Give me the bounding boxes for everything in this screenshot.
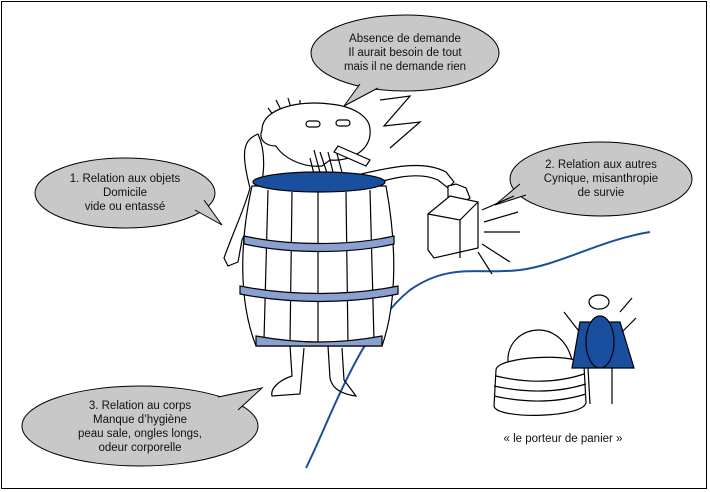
bubble-others-line-2: Cynique, misanthropie [543, 173, 659, 185]
bubble-others-line-1: 2. Relation aux autres [545, 159, 657, 171]
bubble-objects-text: 1. Relation aux objets Domicile vide ou … [50, 172, 200, 214]
basket-carrier-figure [563, 294, 637, 405]
bubble-body-line-4: odeur corporelle [98, 442, 182, 454]
barrel-man [223, 95, 455, 397]
bubble-body-text: 3. Relation au corps Manque d’hygiène pe… [60, 399, 220, 455]
bubble-objects-line-1: 1. Relation aux objets [69, 173, 181, 185]
bubble-body-line-2: Manque d’hygiène [93, 414, 187, 426]
bubble-objects-line-2: Domicile [102, 187, 148, 199]
bubble-body-line-1: 3. Relation au corps [88, 400, 192, 412]
bubble-others-text: 2. Relation aux autres Cynique, misanthr… [526, 158, 676, 200]
bubble-top-line-2: Il aurait besoin de tout [348, 47, 462, 59]
river-line [305, 231, 651, 469]
basket [493, 329, 587, 416]
bubble-top-text: Absence de demande Il aurait besoin de t… [330, 32, 480, 74]
bubble-top-line-3: mais il ne demande rien [343, 61, 467, 73]
box-with-lines [427, 183, 520, 275]
figure-caption: « le porteur de panier » [503, 433, 623, 445]
bubble-body [21, 385, 264, 467]
bubble-top [310, 14, 500, 107]
bubble-objects-line-3: vide ou entassé [84, 201, 166, 213]
bubble-objects [34, 157, 223, 229]
bubble-others [494, 141, 693, 217]
bubble-body-line-3: peau sale, ongles longs, [77, 428, 203, 440]
bubble-others-line-3: de survie [577, 187, 625, 199]
bubble-top-line-1: Absence de demande [349, 33, 461, 45]
